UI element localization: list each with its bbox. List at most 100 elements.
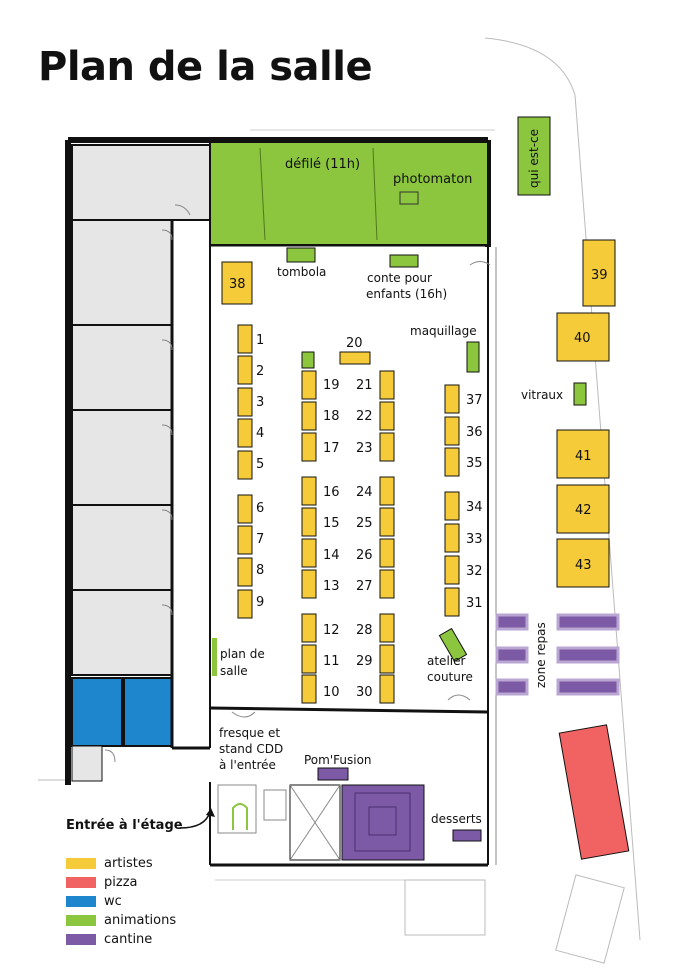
stand-label-13: 13: [323, 579, 340, 594]
stand-17: [301, 432, 317, 462]
stand-label-24: 24: [356, 485, 373, 500]
conte-label-2: enfants (16h): [366, 287, 447, 301]
legend-swatch: [66, 896, 96, 907]
stand-label-19: 19: [323, 378, 340, 393]
stand-label-15: 15: [323, 516, 340, 531]
pizza-truck: [558, 724, 630, 860]
stand-22: [379, 401, 395, 431]
stand-label-7: 7: [256, 532, 264, 547]
stand-32: [444, 555, 460, 585]
legend-swatch: [66, 915, 96, 926]
stand-label-9: 9: [256, 595, 264, 610]
room-left-7: [71, 745, 103, 782]
room-left-3: [71, 324, 173, 411]
stand-label-32: 32: [466, 564, 483, 579]
stand-7: [237, 525, 253, 555]
stand-38: [221, 261, 253, 305]
fresque-label-2: stand CDD: [219, 742, 283, 756]
stand-26: [379, 538, 395, 568]
stand-label-1: 1: [256, 333, 264, 348]
stand-2: [237, 355, 253, 385]
cantine-room: [341, 784, 425, 861]
street-outline: [484, 37, 641, 941]
stand-label-5: 5: [256, 457, 264, 472]
legend-item: pizza: [66, 873, 176, 892]
legend-item: cantine: [66, 930, 176, 949]
stand-18: [301, 401, 317, 431]
pomfusion-label: Pom'Fusion: [304, 753, 372, 767]
entrance-label: Entrée à l'étage: [66, 818, 183, 833]
fresque-label: fresque et: [219, 726, 280, 740]
entrance-arrow: [179, 811, 211, 829]
stand-34: [444, 491, 460, 521]
stand-label-14: 14: [323, 548, 340, 563]
stand-36: [444, 416, 460, 446]
stand-39: [582, 239, 616, 307]
defile-photomaton-room: [209, 141, 489, 246]
atelier-label: atelier: [427, 654, 465, 668]
parked-car-1: [404, 879, 486, 936]
stand-31: [444, 587, 460, 617]
stand-33: [444, 523, 460, 553]
stand-10: [301, 674, 317, 704]
stand-13: [301, 569, 317, 599]
stand-label-23: 23: [356, 441, 373, 456]
tombola-table: [286, 247, 316, 263]
maquillage-label: maquillage: [410, 324, 477, 338]
stand-label-37: 37: [466, 393, 483, 408]
stand-label-6: 6: [256, 501, 264, 516]
legend-label: pizza: [104, 875, 138, 890]
zone-repas-tables: [495, 613, 620, 696]
atelier-couture-table: [438, 627, 468, 663]
legend-swatch: [66, 934, 96, 945]
wc-1: [71, 677, 123, 747]
stand-label-10: 10: [323, 685, 340, 700]
stand-35: [444, 447, 460, 477]
room-left-2: [71, 219, 173, 326]
wc-2: [123, 677, 173, 747]
stairs-arrow: [232, 803, 248, 830]
stand-41: [556, 429, 610, 479]
stand-label-42: 42: [575, 503, 592, 518]
stand-1: [237, 324, 253, 354]
stairs-box: [217, 784, 257, 834]
stand-label-27: 27: [356, 579, 373, 594]
stand-5: [237, 450, 253, 480]
fresque-label-3: à l'entrée: [219, 758, 276, 772]
stand-label-39: 39: [591, 268, 608, 283]
qui-est-ce-label: qui est-ce: [527, 129, 541, 188]
stand-25: [379, 507, 395, 537]
stand-label-22: 22: [356, 409, 373, 424]
stand-label-16: 16: [323, 485, 340, 500]
kitchen-box: [289, 784, 341, 861]
photomaton-icon: [399, 191, 419, 205]
stand-16: [301, 476, 317, 506]
conte-table: [389, 254, 419, 268]
legend-label: wc: [104, 894, 122, 909]
stand-green-19: [301, 351, 315, 369]
stand-label-28: 28: [356, 623, 373, 638]
stand-9: [237, 589, 253, 619]
stand-24: [379, 476, 395, 506]
stand-label-18: 18: [323, 409, 340, 424]
stand-label-2: 2: [256, 364, 264, 379]
stand-21: [379, 370, 395, 400]
page-title: Plan de la salle: [38, 44, 373, 90]
stand-15: [301, 507, 317, 537]
stand-label-3: 3: [256, 395, 264, 410]
stand-label-38: 38: [229, 277, 246, 292]
plan-salle-label: plan de: [220, 647, 265, 661]
elevator-box: [263, 789, 287, 821]
maquillage-table: [466, 341, 480, 373]
artist-stands-layer: 1234567891011121314151617181920212223242…: [221, 239, 616, 704]
stand-23: [379, 432, 395, 462]
legend-item: artistes: [66, 854, 176, 873]
photomaton-label: photomaton: [393, 172, 472, 187]
stand-3: [237, 387, 253, 417]
room-left-5: [71, 504, 173, 591]
room-left-6: [71, 589, 173, 676]
parked-car-2: [555, 874, 625, 964]
defile-label: défilé (11h): [285, 157, 360, 172]
stand-6: [237, 494, 253, 524]
